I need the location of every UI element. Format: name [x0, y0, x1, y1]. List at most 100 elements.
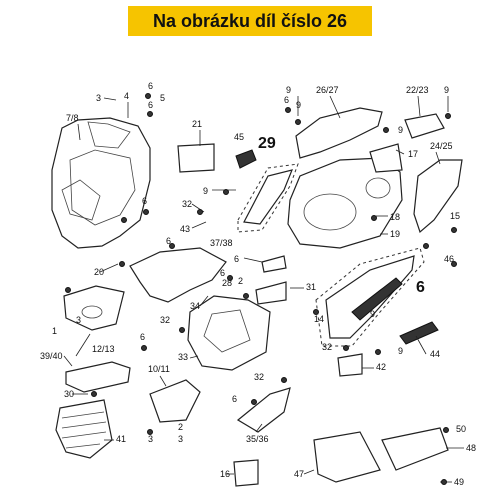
callout-9d: 9 — [398, 125, 403, 135]
callout-16: 16 — [220, 469, 230, 479]
grille-41-part — [55, 399, 113, 459]
floor-panel-inner — [203, 309, 251, 353]
callout-4: 4 — [124, 91, 129, 101]
callout-6d: 6 — [142, 196, 147, 206]
callout-32d: 32 — [254, 372, 264, 382]
callout-6e: 6 — [166, 236, 171, 246]
callout-32c: 32 — [322, 342, 332, 352]
part-16 — [233, 459, 259, 487]
callout-2: 28 — [222, 278, 232, 288]
callout-24-25: 24/25 — [430, 141, 453, 151]
storage-box-cup — [303, 193, 357, 231]
callout-18: 18 — [390, 212, 400, 222]
group-label-29: 29 — [258, 135, 276, 152]
fasteners — [65, 93, 457, 485]
callout-6f: 20 — [94, 267, 104, 277]
callout-5: 5 — [160, 93, 165, 103]
callout-6b: 6 — [148, 100, 153, 110]
top-cover-part — [295, 107, 383, 159]
storage-box-part — [287, 157, 403, 249]
banner-title: Na obrázku díl číslo 26 — [152, 10, 348, 31]
inner-panel-part — [129, 247, 227, 303]
callout-3d: 3 — [178, 434, 183, 444]
callout-41: 41 — [116, 434, 126, 444]
part-31 — [255, 281, 287, 305]
callout-43: 43 — [180, 224, 190, 234]
callout-47: 47 — [294, 469, 304, 479]
callout-34: 34 — [190, 301, 200, 311]
callout-37-38: 37/38 — [210, 238, 233, 248]
part-45 — [235, 149, 257, 169]
side-panel-29-part — [243, 169, 293, 225]
callout-labels: 6 9 26/27 22/23 9 3 4 6 5 7/8 21 6 9 9 4… — [40, 81, 476, 487]
callout-9a: 9 — [286, 85, 291, 95]
callout-2b: 2 — [178, 422, 183, 432]
callout-12-13: 12/13 — [92, 344, 115, 354]
callout-6g: 6 — [220, 268, 225, 278]
callout-30: 30 — [64, 389, 74, 399]
group-label-28: 6 — [416, 279, 425, 296]
part-12-13 — [63, 285, 125, 331]
callout-3a: 3 — [96, 93, 101, 103]
front-shield-part — [51, 117, 151, 249]
callout-10-11: 10/11 — [148, 364, 170, 374]
callout-3c: 3 — [148, 434, 153, 444]
callout-6h: 46 — [444, 254, 454, 264]
part-35-36 — [236, 387, 291, 433]
side-panel-28-stripe — [351, 277, 403, 321]
front-shield-headlight — [61, 179, 101, 221]
floor-mat-48 — [381, 427, 449, 471]
small-cover-part — [404, 113, 445, 139]
callout-6c: 6 — [284, 95, 289, 105]
title-banner: Na obrázku díl číslo 26 — [128, 6, 372, 36]
part-10-11 — [149, 379, 201, 423]
callout-17: 17 — [408, 149, 418, 159]
callout-48: 48 — [466, 443, 476, 453]
callout-9g: 9 — [398, 346, 403, 356]
floor-mat-47 — [313, 431, 381, 483]
leader-lines — [63, 95, 464, 483]
callout-32a: 32 — [182, 199, 192, 209]
callout-20: 6 — [234, 254, 239, 264]
group-28-outline — [315, 247, 425, 347]
callout-45: 45 — [234, 132, 244, 142]
callout-6j: 6 — [232, 394, 237, 404]
callout-39-40: 39/40 — [40, 351, 63, 361]
callout-6i: 6 — [140, 332, 145, 342]
callout-3b: 3 — [76, 315, 81, 325]
grille-41-lines — [61, 411, 107, 449]
callout-46: 2 — [238, 276, 243, 286]
callout-9f: 9 — [370, 309, 375, 319]
floor-panel-part — [187, 295, 271, 371]
group-29-outline — [237, 163, 299, 233]
storage-box-cup2 — [365, 177, 391, 199]
front-shield-detail — [69, 149, 136, 226]
callout-7-8: 7/8 — [66, 113, 79, 123]
callout-6a: 6 — [148, 81, 153, 91]
bracket-21-part — [177, 143, 215, 173]
callout-19: 19 — [390, 229, 400, 239]
callout-49: 49 — [454, 477, 464, 487]
callout-22-23: 22/23 — [406, 85, 429, 95]
callout-31: 31 — [306, 282, 316, 292]
callout-21: 21 — [192, 119, 202, 129]
callout-33: 33 — [178, 352, 188, 362]
callout-35-36: 35/36 — [246, 434, 269, 444]
callout-14: 14 — [314, 314, 324, 324]
front-shield-top — [87, 121, 131, 149]
rear-side-cover-part — [413, 159, 463, 234]
part-20 — [261, 255, 287, 273]
callout-9e: 9 — [203, 186, 208, 196]
callout-15: 15 — [450, 211, 460, 221]
callout-9c: 9 — [296, 100, 301, 110]
side-panel-28-part — [325, 255, 415, 339]
part-44 — [399, 321, 439, 345]
part-39-40 — [65, 361, 131, 393]
callout-32b: 32 — [160, 315, 170, 325]
part-42 — [337, 353, 363, 377]
part-17 — [369, 143, 403, 173]
callout-9b: 9 — [444, 85, 449, 95]
callout-44: 44 — [430, 349, 440, 359]
callout-42: 42 — [376, 362, 386, 372]
